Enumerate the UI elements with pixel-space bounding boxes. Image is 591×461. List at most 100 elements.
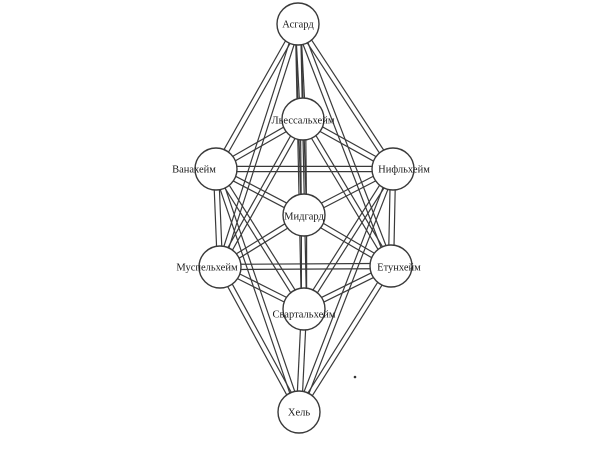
node-vanaheim: Ванахейм [172,147,238,191]
edge-line [316,186,385,294]
edge-line [310,137,380,251]
edge-vanaheim-niflheim [236,165,373,173]
edge-line [319,226,373,259]
edge-lyossalfheim-muspelheim [226,134,297,252]
edge-vanaheim-midgard [232,175,288,209]
node-niflheim-circle [371,147,415,191]
edge-lyossalfheim-jotunheim [310,134,384,251]
node-jotunheim-circle [369,244,413,288]
edge-midgard-jotunheim [319,222,376,259]
edge-vanaheim-muspelheim [213,188,223,248]
edge-line [322,276,375,304]
edge-line [238,273,288,299]
edge-line [223,39,287,151]
edge-line [226,285,288,396]
edge-midgard-muspelheim [235,222,289,260]
edge-line [240,268,372,271]
node-svartalfheim-circle [282,287,326,331]
node-hel: Хель [277,390,321,434]
edge-line [312,184,381,292]
edge-line [322,179,377,209]
edge-asgard-niflheim [306,38,385,155]
edge-lyossalfheim-niflheim [318,125,378,163]
node-svartalfheim-label: Свартальхейм [272,309,335,320]
edge-line [306,41,381,155]
node-niflheim-label: Нифльхейм [378,164,430,175]
node-midgard: Мидгард [282,193,326,237]
edge-line [320,271,373,299]
edge-line [393,189,396,247]
edges-layer [213,38,396,397]
node-hel-label: Хель [288,407,310,418]
edge-muspelheim-jotunheim [239,262,372,271]
edge-line [231,137,297,252]
edge-line [303,186,384,393]
node-jotunheim-label: Етунхейм [377,262,421,273]
edge-midgard-svartalfheim [300,235,308,289]
edge-asgard-vanaheim [223,39,291,154]
node-lyossalfheim: Льессальхейм [272,97,335,141]
node-muspelheim-label: Муспельхейм [176,262,238,273]
nodes-layer: Асгард Льессальхейм Ванахейм Нифльхейм М… [172,2,430,434]
edge-line [238,227,289,260]
edge-line [231,126,285,158]
edge-muspelheim-hel [226,283,293,396]
node-lyossalfheim-circle [281,97,325,141]
node-vanaheim-circle [194,147,238,191]
edge-muspelheim-svartalfheim [236,273,288,303]
edge-jotunheim-hel [306,281,384,397]
edge-line [232,180,286,209]
edge-line [219,188,291,395]
edge-line [301,329,307,393]
node-svartalfheim: Свартальхейм [272,287,336,331]
edge-line [318,130,375,163]
edge-lyossalfheim-vanaheim [231,126,288,162]
edge-line [306,281,379,395]
edge-line [301,43,306,99]
edge-line [311,283,384,397]
edge-line [234,175,288,204]
node-hel-circle [277,390,321,434]
node-jotunheim: Етунхейм [369,244,421,288]
edge-line [320,175,375,205]
edge-line [321,125,378,158]
edge-line [234,130,288,162]
node-muspelheim-circle [198,245,242,289]
edge-line [308,188,389,395]
edge-line [300,139,302,196]
edge-line [388,188,391,246]
node-midgard-circle [282,193,326,237]
edge-line [296,328,302,392]
edge-niflheim-hel [303,186,389,395]
edge-line [227,42,291,154]
edge-line [213,189,218,248]
edge-svartalfheim-hel [296,328,307,393]
edge-line [310,38,385,152]
edge-line [314,134,384,248]
edge-line [302,43,382,249]
edge-line [295,44,300,100]
ink-speck [353,375,357,379]
edge-line [226,134,292,249]
node-asgard: Асгард [276,2,320,46]
edge-niflheim-svartalfheim [312,184,385,294]
edge-niflheim-jotunheim [388,188,396,247]
edge-line [223,42,290,248]
node-midgard-label: Мидгард [284,211,324,222]
edge-asgard-lyossalfheim [295,43,306,100]
edge-line [231,283,293,394]
edge-jotunheim-svartalfheim [320,271,375,304]
node-niflheim: Нифльхейм [371,147,430,191]
edge-line [218,188,223,247]
edge-line [322,222,376,255]
node-vanaheim-label: Ванахейм [172,164,216,175]
edge-line [235,222,286,255]
node-asgard-circle [276,2,320,46]
edge-line [236,277,286,303]
edge-line [239,262,371,265]
node-muspelheim: Муспельхейм [176,245,242,289]
edge-niflheim-midgard [320,175,377,209]
node-asgard-label: Асгард [282,19,314,30]
node-lyossalfheim-label: Льессальхейм [272,115,335,126]
